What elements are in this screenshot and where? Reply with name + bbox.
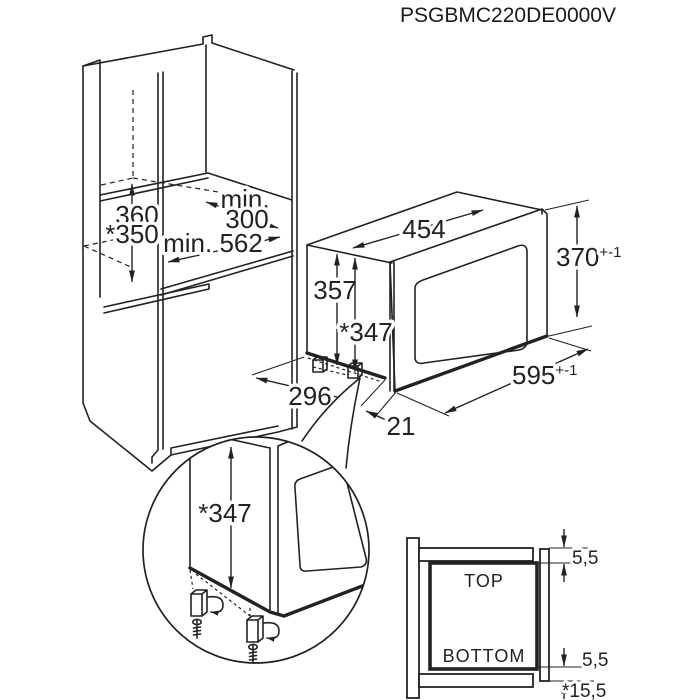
section-bottom-bar [418, 673, 534, 688]
topbox-hidden-floor [100, 177, 256, 199]
section-label-top: TOP [464, 571, 504, 591]
section-label-gap-bottom: 5,5 [582, 650, 608, 671]
cabinet-left-stile-edge [82, 59, 101, 298]
dim-arrow-min562 [167, 236, 281, 263]
cabinet-left-outline-plinth [82, 65, 172, 472]
detail-door-corner-double [269, 445, 279, 614]
section-right-trim [539, 548, 550, 682]
dim-label-296: 296 [288, 381, 331, 411]
section-inner-frame [428, 561, 539, 671]
detail-foot-right [246, 615, 280, 663]
cabinet-drawing: min. 300 360 *350 min. 562 [82, 34, 298, 472]
section-top-bar [418, 547, 534, 562]
microwave-foot-left [312, 356, 328, 373]
section-label-bottom: BOTTOM [443, 646, 526, 666]
dim-ext-370 [544, 199, 593, 337]
dim-ext-296 [251, 356, 305, 376]
screw-icon [192, 618, 203, 639]
rotate-arrow-icon [263, 621, 280, 642]
section-ext-top [537, 547, 588, 564]
dim-label-min562: min. 562 [163, 228, 263, 258]
detail-dim-label-347: *347 [198, 498, 252, 528]
dim-label-357: 357 [313, 275, 356, 305]
detail-hidden-dashes [189, 569, 251, 617]
callout-wedge-fill [302, 378, 360, 468]
section-left-bar [406, 537, 420, 699]
dim-arrow-296 [255, 377, 351, 401]
dim-arrow-21 [365, 410, 396, 425]
section-label-offset-bottom: *15,5 [562, 681, 606, 700]
callout-wedge-outline [301, 377, 361, 469]
dim-label-min300: 300 [225, 204, 268, 234]
cabinet-right-corner [291, 70, 298, 430]
dim-label-21: 21 [387, 411, 416, 441]
detail-bottom-edge [188, 566, 369, 618]
dim-label-350: *350 [105, 219, 159, 249]
cabinet-back-left-corner [151, 71, 164, 464]
dim-arrow-595 [444, 348, 589, 414]
dim-arrow-454 [352, 209, 484, 249]
niche-350-level-dashes [83, 229, 161, 269]
dim-label-347: *347 [339, 317, 393, 347]
section-label-gap-top: 5,5 [572, 548, 598, 569]
dim-label-min-prefix: min. [220, 184, 269, 214]
microwave-door-outline [389, 208, 548, 392]
cabinet-top-edges [82, 34, 295, 71]
dim-arrow-min300-right [257, 221, 279, 229]
detail-view: *347 [188, 437, 369, 663]
frame-cross-section: TOP BOTTOM 5,5 5,5 *15,5 [406, 529, 611, 700]
drawing-title: PSGBMC220DE0000V [400, 4, 616, 27]
rotate-arrow-icon [207, 595, 224, 616]
dim-label-595: 595+-1 [512, 360, 578, 390]
microwave-drawing: 454 357 *347 370+-1 595+-1 296 21 [251, 191, 625, 445]
detail-circle [142, 436, 370, 664]
section-ext-bottom [537, 666, 594, 682]
dim-label-454: 454 [402, 214, 445, 244]
detail-foot-left [190, 589, 224, 639]
niche-top-shelf [99, 172, 293, 202]
niche-floor-front [103, 283, 210, 314]
dim-arrow-min300-left [205, 201, 229, 210]
dim-label-360: 360 [115, 200, 158, 230]
dim-label-370: 370+-1 [556, 242, 622, 272]
screw-icon [248, 643, 259, 663]
microwave-door-window [414, 244, 528, 365]
microwave-bottom-hidden-edge [307, 357, 383, 383]
